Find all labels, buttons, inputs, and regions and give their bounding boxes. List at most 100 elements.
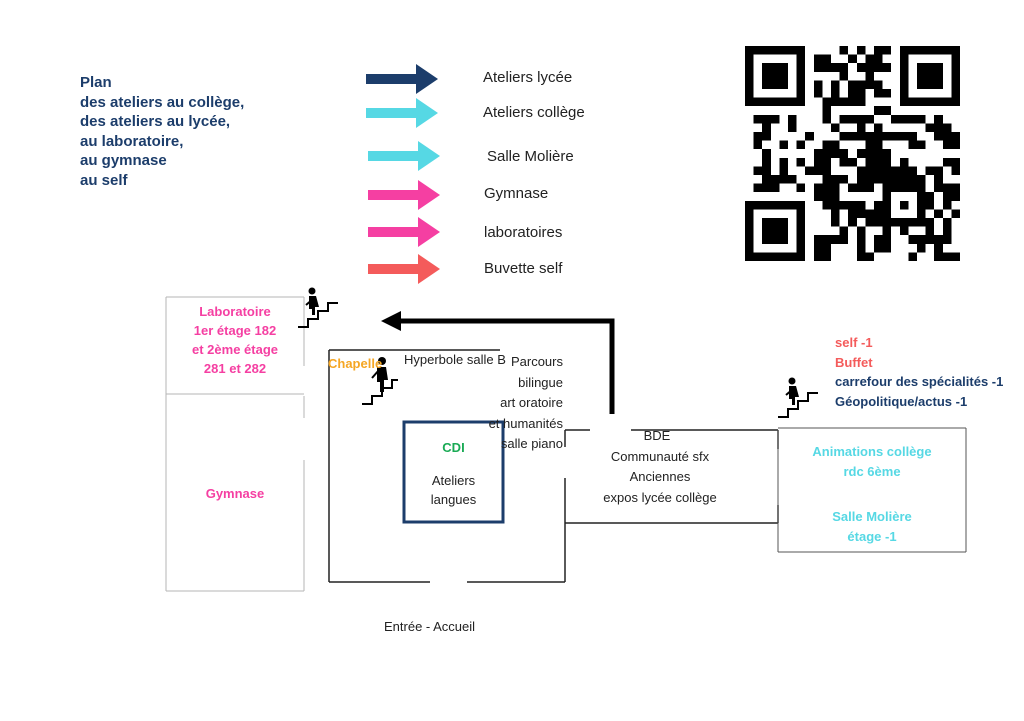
qr-module <box>951 209 960 218</box>
qr-module <box>874 89 883 98</box>
cdi-box <box>402 420 505 524</box>
qr-module <box>796 54 806 64</box>
qr-module <box>874 63 883 72</box>
qr-module <box>925 200 935 210</box>
qr-module <box>899 226 909 236</box>
qr-module <box>839 149 849 158</box>
qr-module <box>882 209 892 218</box>
qr-module <box>865 175 874 184</box>
gymnase-label: Gymnase <box>205 486 265 501</box>
qr-module <box>839 97 849 107</box>
qr-module <box>874 200 883 210</box>
qr-module <box>925 166 935 175</box>
qr-module <box>839 157 849 167</box>
qr-module <box>925 235 935 244</box>
legend-label: Gymnase <box>484 185 549 202</box>
qr-module <box>856 243 866 253</box>
self-info: self -1 Buffet carrefour des spécialités… <box>835 333 1003 411</box>
legend-arrow-laboratoires <box>368 217 440 247</box>
qr-module <box>874 243 883 253</box>
qr-module <box>891 132 900 141</box>
qr-module <box>822 157 831 167</box>
qr-module <box>942 183 952 193</box>
qr-module <box>796 252 806 261</box>
qr-module <box>882 63 892 72</box>
qr-module <box>753 140 763 150</box>
qr-module <box>839 200 849 210</box>
qr-module <box>839 235 849 244</box>
qr-module <box>813 63 823 72</box>
chapelle-label: Chapelle <box>328 356 383 371</box>
qr-module <box>831 80 840 89</box>
qr-module <box>839 46 849 55</box>
qr-module <box>848 218 857 227</box>
qr-module <box>899 63 909 72</box>
qr-module <box>882 175 892 184</box>
qr-module <box>848 54 857 64</box>
qr-module <box>874 218 883 227</box>
qr-module <box>917 80 926 89</box>
qr-module <box>874 140 883 150</box>
qr-module <box>934 243 943 253</box>
qr-module <box>856 63 866 72</box>
qr-module <box>865 114 874 124</box>
self-line: Géopolitique/actus -1 <box>835 393 968 409</box>
qr-module <box>762 200 771 210</box>
qr-module <box>745 89 754 98</box>
qr-module <box>934 71 943 81</box>
qr-module <box>882 200 892 210</box>
stairs-icon <box>778 377 818 418</box>
qr-module <box>753 114 763 124</box>
qr-module <box>925 46 935 55</box>
langues-line: langues <box>430 492 477 507</box>
qr-module <box>831 183 840 193</box>
qr-module <box>917 192 926 201</box>
qr-module <box>882 132 892 141</box>
qr-module <box>753 46 763 55</box>
title-line: des ateliers au collège, <box>80 93 245 111</box>
qr-module <box>934 209 943 218</box>
qr-module <box>848 157 857 167</box>
qr-module <box>865 157 874 167</box>
qr-module <box>856 209 866 218</box>
qr-module <box>917 175 926 184</box>
parcours-line: Parcours <box>510 354 563 369</box>
qr-module <box>762 226 771 236</box>
qr-module <box>796 183 806 193</box>
qr-module <box>917 218 926 227</box>
qr-module <box>839 175 849 184</box>
qr-module <box>779 157 788 167</box>
qr-module <box>822 97 831 107</box>
bde-line: BDE <box>643 428 671 443</box>
legend-arrow-ateliers-college <box>366 98 438 128</box>
qr-module <box>899 54 909 64</box>
qr-code-icon[interactable] <box>745 46 960 261</box>
qr-module <box>796 209 806 218</box>
qr-module <box>779 175 788 184</box>
qr-module <box>762 166 771 175</box>
qr-module <box>942 192 952 201</box>
qr-module <box>796 200 806 210</box>
qr-module <box>745 63 754 72</box>
qr-module <box>942 157 952 167</box>
qr-module <box>908 114 917 124</box>
qr-module <box>874 166 883 175</box>
qr-module <box>856 235 866 244</box>
lab-line: 281 et 282 <box>203 361 267 376</box>
qr-module <box>908 218 917 227</box>
qr-module <box>839 132 849 141</box>
legend-label: Buvette self <box>484 260 563 277</box>
qr-module <box>796 235 806 244</box>
qr-module <box>899 218 909 227</box>
qr-module <box>796 140 806 150</box>
qr-module <box>779 218 788 227</box>
qr-module <box>891 114 900 124</box>
qr-module <box>856 226 866 236</box>
qr-module <box>796 71 806 81</box>
qr-module <box>788 123 797 132</box>
qr-module <box>874 123 883 132</box>
laboratoire-label: Laboratoire 1er étage 182 et 2ème étage … <box>166 302 304 378</box>
lab-gym-building <box>165 296 305 592</box>
moliere-line: étage -1 <box>847 529 897 544</box>
